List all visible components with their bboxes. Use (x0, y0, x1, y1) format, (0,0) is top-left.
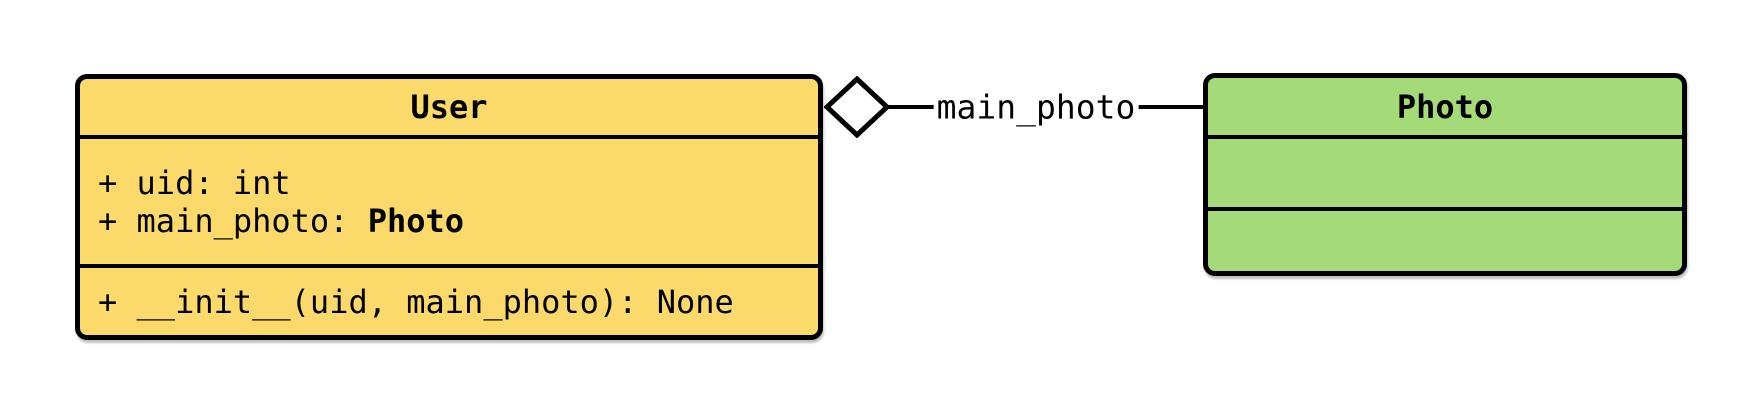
compartment-divider (1208, 135, 1682, 139)
class-title-photo: Photo (1396, 87, 1494, 126)
method-row-init: + __init__(uid, main_photo): None (98, 282, 734, 321)
attribute-text: + main_photo: (98, 201, 368, 240)
diamond-shape (824, 76, 890, 138)
attributes-compartment-photo (1208, 139, 1682, 207)
attribute-type-text: Photo (367, 201, 465, 240)
attributes-compartment-user: + uid: int + main_photo: Photo (80, 139, 818, 264)
class-node-user: User + uid: int + main_photo: Photo + __… (75, 74, 823, 340)
compartment-divider (1208, 207, 1682, 211)
class-node-photo: Photo (1203, 73, 1687, 276)
relationship-label: main_photo (933, 87, 1139, 127)
methods-compartment-user: + __init__(uid, main_photo): None (80, 268, 818, 335)
attribute-row-main-photo: + main_photo: Photo (98, 202, 818, 240)
aggregation-diamond-icon (824, 76, 890, 138)
compartment-divider (80, 264, 818, 268)
methods-compartment-photo (1208, 211, 1682, 271)
attribute-text: + uid: int (98, 163, 291, 202)
class-title-user: User (410, 88, 488, 126)
compartment-divider (80, 135, 818, 139)
attribute-row-uid: + uid: int (98, 164, 818, 202)
